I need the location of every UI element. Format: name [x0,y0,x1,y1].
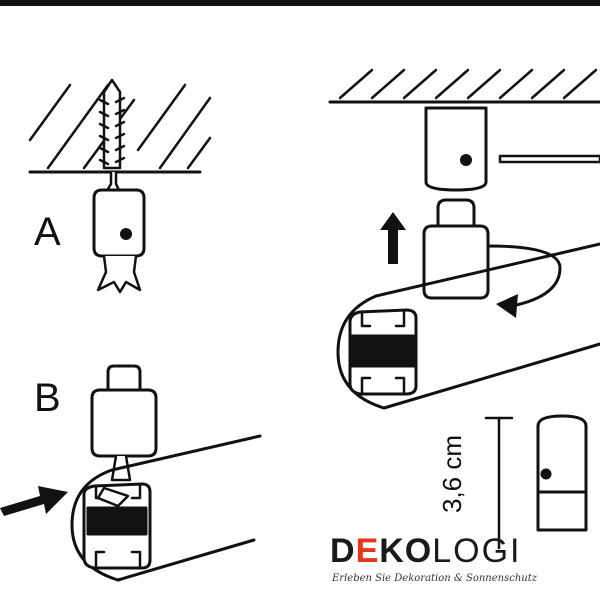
step-a-label: A [34,210,61,254]
brand-letter-d: D [330,532,356,570]
glider-a [92,188,146,294]
dimension-line [484,416,514,550]
dimension-label: 3,6 cm [437,434,467,514]
brand-letters-ko: KO [379,532,433,570]
step-b-label: B [34,376,61,420]
rail-b [70,434,262,582]
brand-logo: DEKOLOGI Erleben Sie Dekoration & Sonnen… [330,532,565,592]
ceiling-hatch-right [328,68,600,104]
wall-plug-icon [98,78,126,170]
insert-arrow-icon [0,486,68,516]
brand-letter-e: E [355,532,380,570]
rotate-arrow-icon [486,244,562,318]
rail-side-view [498,154,600,164]
brand-tagline: Erleben Sie Dekoration & Sonnenschutz [332,573,537,584]
up-arrow-icon [380,212,406,264]
glider-side-view [536,414,588,532]
ceiling-bracket [424,106,488,192]
brand-name: DEKOLOGI [330,532,522,570]
rail-right [336,242,600,410]
brand-letters-logi: LOGI [432,532,522,570]
glider-b [90,364,158,482]
